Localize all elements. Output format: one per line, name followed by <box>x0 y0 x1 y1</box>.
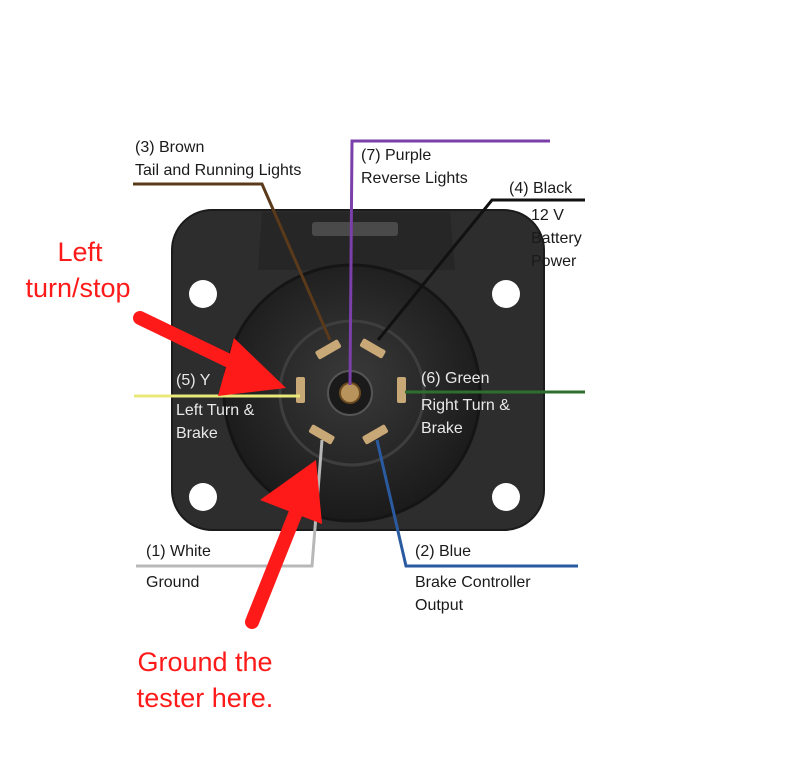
wire-blue <box>375 439 578 568</box>
mounting-hole-bottom-left <box>189 483 217 511</box>
yellow-wire-function-line-1: Left Turn & <box>176 402 255 419</box>
black-wire-number-label: (4) Black <box>509 180 573 197</box>
brown-wire-function-label: Tail and Running Lights <box>135 162 302 179</box>
pin-2-blue <box>362 424 389 445</box>
mounting-hole-top-left <box>189 280 217 308</box>
pin-5-yellow <box>296 377 305 403</box>
left-turn-stop-annotation-line-2: turn/stop <box>25 273 131 303</box>
purple-wire-number-label: (7) Purple <box>361 147 432 164</box>
green-wire-function-line-1: Right Turn & <box>421 397 510 414</box>
black-wire-function-line-2: Battery <box>531 230 582 247</box>
pin-6-green <box>397 377 406 403</box>
white-wire-function-label: Ground <box>146 574 200 591</box>
mounting-hole-bottom-right <box>492 483 520 511</box>
blue-wire-number-label: (2) Blue <box>415 543 472 560</box>
pin-4-black <box>359 338 386 359</box>
arrow-ground-tester <box>245 460 322 629</box>
arrow-left-turn-stop <box>133 311 286 396</box>
mounting-hole-top-right <box>492 280 520 308</box>
wire-lines <box>133 139 585 568</box>
connector-top-lid <box>258 212 455 270</box>
wire-purple <box>348 139 550 386</box>
brown-wire-number-label: (3) Brown <box>135 139 205 156</box>
ground-tester-annotation-line-1: Ground the <box>137 647 273 677</box>
pin-7-purple-center <box>339 382 361 404</box>
yellow-wire-function-line-2: Brake <box>176 425 218 442</box>
blue-wire-function-line-1: Brake Controller <box>415 574 531 591</box>
red-arrows <box>133 311 322 629</box>
black-wire-function-line-3: Power <box>531 253 577 270</box>
ground-tester-annotation-line-2: tester here. <box>136 683 274 713</box>
pin-3-brown <box>315 339 342 360</box>
green-wire-function-line-2: Brake <box>421 420 463 437</box>
blue-wire-function-line-2: Output <box>415 597 464 614</box>
green-wire-number-label: (6) Green <box>421 370 490 387</box>
purple-wire-function-label: Reverse Lights <box>361 170 468 187</box>
wire-black <box>376 198 585 341</box>
pin-1-white <box>308 424 335 445</box>
wire-brown <box>133 182 332 341</box>
lid-spring <box>312 222 398 236</box>
yellow-wire-number-label: (5) Y <box>176 372 211 389</box>
wire-white <box>136 439 324 568</box>
white-wire-number-label: (1) White <box>146 543 211 560</box>
left-turn-stop-annotation-line-1: Left <box>57 237 103 267</box>
black-wire-function-line-1: 12 V <box>531 207 564 224</box>
